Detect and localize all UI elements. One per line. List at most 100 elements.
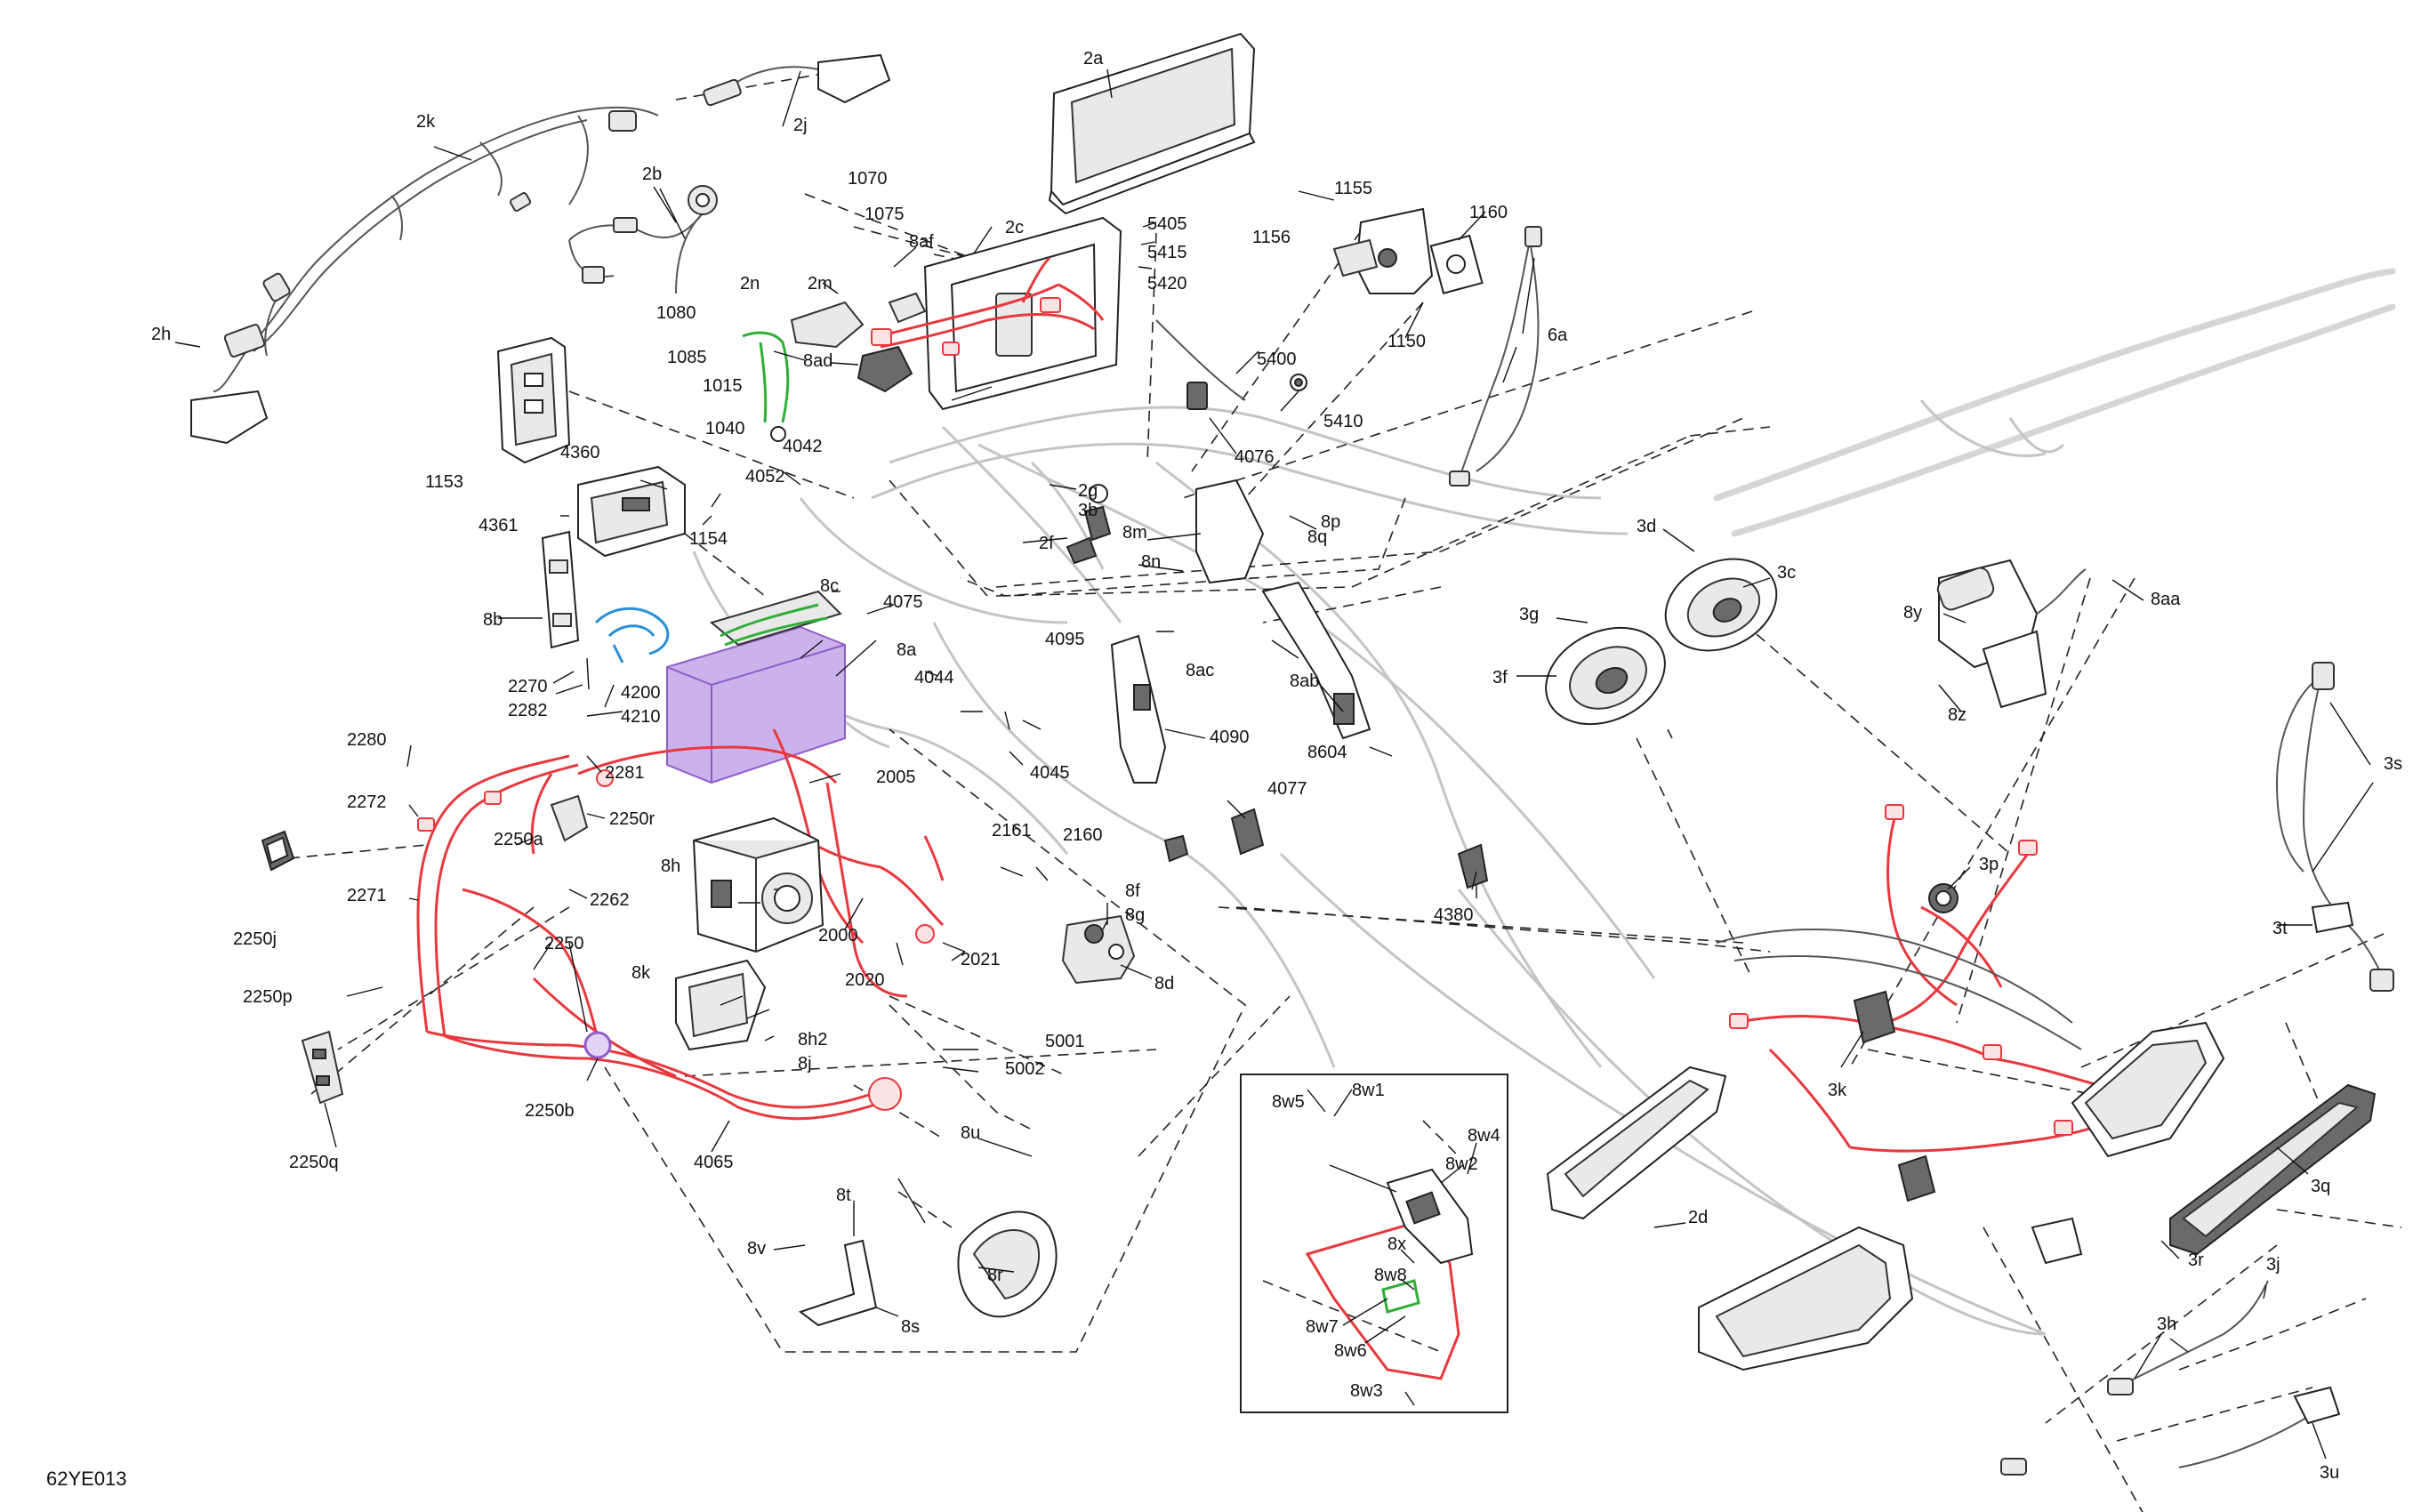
light-assembly-3q bbox=[2071, 1021, 2225, 1158]
label-2250j: 2250j bbox=[233, 929, 277, 949]
label-3d: 3d bbox=[1637, 517, 1656, 536]
label-1160: 1160 bbox=[1469, 203, 1508, 222]
label-8j: 8j bbox=[798, 1054, 812, 1074]
label-8u: 8u bbox=[961, 1123, 980, 1143]
horn-8r bbox=[957, 1210, 1058, 1318]
label-8w7: 8w7 bbox=[1306, 1317, 1339, 1337]
label-2280: 2280 bbox=[347, 730, 387, 750]
label-1070: 1070 bbox=[848, 169, 888, 189]
ghost-frame bbox=[692, 268, 2396, 1336]
label-3q: 3q bbox=[2311, 1177, 2330, 1196]
label-8w3: 8w3 bbox=[1350, 1381, 1383, 1401]
label-5002: 5002 bbox=[1005, 1059, 1045, 1079]
bracket-8b bbox=[541, 530, 580, 649]
inset-box-8w bbox=[1240, 1074, 1508, 1413]
label-8k: 8k bbox=[631, 963, 651, 983]
bracket-8s bbox=[798, 1239, 878, 1327]
harness-3s bbox=[2275, 662, 2394, 992]
bracket-2250r bbox=[550, 794, 589, 842]
label-5415: 5415 bbox=[1147, 243, 1187, 262]
label-2d: 2d bbox=[1688, 1208, 1708, 1227]
label-4361: 4361 bbox=[479, 516, 519, 535]
label-1154: 1154 bbox=[689, 529, 728, 549]
label-2282: 2282 bbox=[508, 701, 548, 720]
label-3p: 3p bbox=[1979, 855, 1999, 874]
label-3h: 3h bbox=[2157, 1315, 2176, 1334]
label-4044: 4044 bbox=[914, 668, 954, 688]
label-5001: 5001 bbox=[1045, 1032, 1085, 1051]
label-2f: 2f bbox=[1039, 534, 1054, 553]
label-8p: 8p bbox=[1321, 512, 1340, 532]
label-8ad: 8ad bbox=[803, 351, 832, 371]
diagram-code: 62YE013 bbox=[46, 1468, 127, 1490]
label-2250r: 2250r bbox=[609, 809, 655, 829]
blue-strap-4200 bbox=[594, 607, 670, 664]
label-8f: 8f bbox=[1125, 881, 1140, 901]
label-3k: 3k bbox=[1828, 1081, 1847, 1100]
label-4045: 4045 bbox=[1030, 763, 1070, 783]
bracket-8k bbox=[675, 959, 767, 1051]
label-5405: 5405 bbox=[1147, 214, 1187, 234]
label-2281: 2281 bbox=[605, 763, 645, 783]
label-1085: 1085 bbox=[667, 348, 707, 367]
label-2020: 2020 bbox=[845, 970, 885, 990]
label-8w5: 8w5 bbox=[1272, 1092, 1305, 1112]
harness-3h bbox=[2000, 1280, 2341, 1476]
bracket-2250q bbox=[301, 1030, 344, 1105]
label-3b: 3b bbox=[1078, 501, 1098, 520]
label-8a: 8a bbox=[897, 640, 917, 660]
unit-4360 bbox=[577, 465, 686, 558]
harness-2k bbox=[190, 53, 891, 445]
clip-2250b bbox=[583, 1031, 612, 1059]
connectors-4077-4380 bbox=[1163, 808, 1489, 889]
label-8d: 8d bbox=[1154, 974, 1174, 993]
label-4076: 4076 bbox=[1235, 447, 1275, 467]
label-8604: 8604 bbox=[1307, 743, 1347, 762]
label-2250: 2250 bbox=[544, 934, 584, 953]
label-8w4: 8w4 bbox=[1468, 1126, 1500, 1146]
label-4090: 4090 bbox=[1210, 728, 1250, 747]
label-5400: 5400 bbox=[1257, 350, 1297, 369]
speaker-3f bbox=[1545, 626, 1666, 726]
label-8q: 8q bbox=[1307, 527, 1327, 547]
label-8af: 8af bbox=[909, 232, 934, 252]
label-8ac: 8ac bbox=[1186, 661, 1214, 680]
label-8w2: 8w2 bbox=[1445, 1154, 1478, 1174]
label-4380: 4380 bbox=[1434, 905, 1474, 925]
label-8r: 8r bbox=[987, 1266, 1003, 1285]
label-1156: 1156 bbox=[1252, 228, 1291, 247]
label-1155: 1155 bbox=[1334, 179, 1372, 198]
label-8h2: 8h2 bbox=[798, 1030, 827, 1050]
label-8w8: 8w8 bbox=[1374, 1266, 1407, 1285]
label-3g: 3g bbox=[1519, 605, 1539, 624]
parts-2f-2g bbox=[1066, 484, 1112, 565]
leader-lines bbox=[174, 68, 2374, 1460]
switch-1150 bbox=[1332, 207, 1484, 294]
battery-8a bbox=[666, 590, 846, 784]
label-2000: 2000 bbox=[818, 926, 858, 945]
label-8g: 8g bbox=[1125, 905, 1145, 925]
display-2a bbox=[1048, 32, 1256, 215]
label-3j: 3j bbox=[2266, 1255, 2280, 1275]
parts-5400-4076 bbox=[1155, 319, 1307, 410]
label-2h: 2h bbox=[151, 325, 171, 344]
label-2250a: 2250a bbox=[494, 830, 543, 849]
dashed-connection-lines bbox=[288, 72, 2402, 1512]
light-assembly-left bbox=[1698, 1226, 1914, 1371]
display-red-harness bbox=[871, 256, 1105, 356]
label-8m: 8m bbox=[1122, 523, 1147, 543]
label-8ab: 8ab bbox=[1290, 672, 1319, 691]
label-4077: 4077 bbox=[1267, 779, 1307, 799]
label-2160: 2160 bbox=[1063, 825, 1103, 845]
connector-3p bbox=[1928, 883, 1958, 913]
light-panel-3q bbox=[2169, 1083, 2377, 1256]
label-4200: 4200 bbox=[621, 683, 661, 703]
label-1153: 1153 bbox=[425, 472, 463, 492]
green-wire-1015 bbox=[742, 331, 790, 442]
label-8b: 8b bbox=[483, 610, 503, 630]
label-2g: 2g bbox=[1078, 481, 1098, 501]
label-4210: 4210 bbox=[621, 707, 661, 727]
label-8w1: 8w1 bbox=[1352, 1081, 1385, 1100]
label-6a: 6a bbox=[1548, 326, 1568, 345]
label-2272: 2272 bbox=[347, 792, 387, 812]
